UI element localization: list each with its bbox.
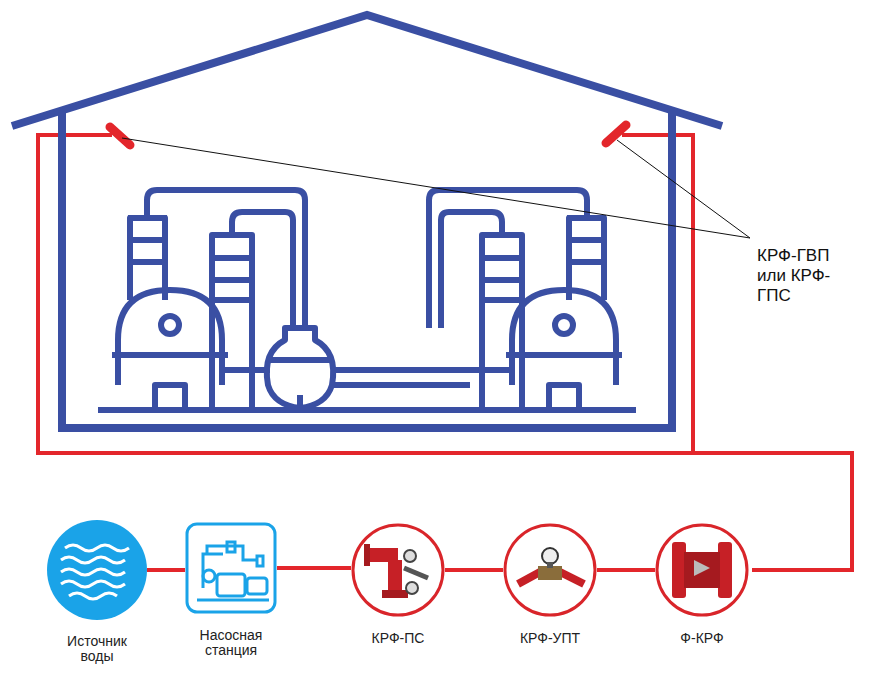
node-shape bbox=[503, 523, 597, 617]
node-label: Насосная станция bbox=[190, 628, 272, 658]
water-source: Источник воды bbox=[47, 520, 147, 666]
node-label: КРФ-ПС bbox=[372, 631, 425, 646]
node-shape bbox=[655, 523, 749, 617]
node-label: Источник воды bbox=[58, 634, 136, 664]
filter-station: Ф-КРФ bbox=[655, 523, 749, 648]
pipe-connector bbox=[277, 568, 351, 569]
valve-station: КРФ-ПС bbox=[351, 523, 445, 648]
pipe-connector bbox=[597, 570, 655, 571]
pump-station: Насосная станция bbox=[185, 522, 277, 660]
pipe-connector bbox=[445, 570, 503, 571]
node-shape bbox=[351, 523, 445, 617]
node-shape bbox=[47, 520, 147, 620]
node-label: КРФ-УПТ bbox=[520, 631, 580, 646]
node-shape bbox=[185, 522, 277, 614]
pipe-connector bbox=[147, 570, 185, 571]
valve-station: КРФ-УПТ bbox=[503, 523, 597, 648]
callout-label: КРФ-ГВП или КРФ-ГПС bbox=[757, 246, 857, 306]
node-label: Ф-КРФ bbox=[680, 631, 723, 646]
